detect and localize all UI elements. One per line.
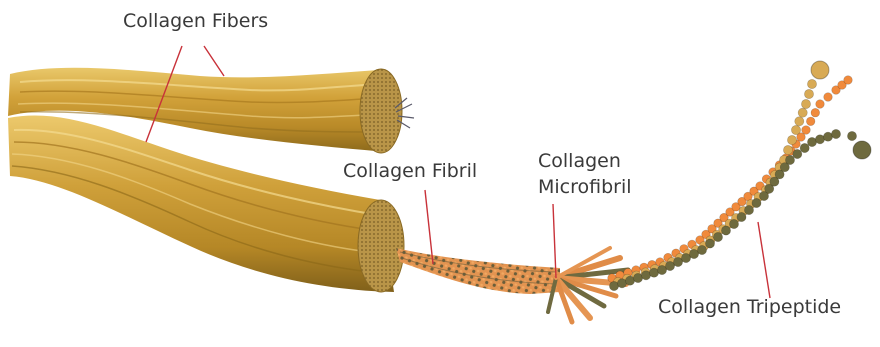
bead bbox=[824, 93, 833, 102]
bead bbox=[800, 143, 809, 152]
bead bbox=[752, 198, 761, 207]
fibers-leader-line-2 bbox=[204, 46, 224, 76]
bead bbox=[744, 205, 753, 214]
label-collagen-fibers: Collagen Fibers bbox=[123, 10, 268, 33]
label-collagen-microfibril-line2: Microfibril bbox=[538, 176, 632, 199]
bead bbox=[831, 129, 840, 138]
bead bbox=[811, 108, 820, 117]
bead bbox=[847, 131, 856, 140]
bead bbox=[783, 145, 792, 154]
bead bbox=[705, 239, 714, 248]
strand-end-cap bbox=[853, 141, 871, 159]
strand-tan bbox=[613, 65, 824, 286]
bead bbox=[721, 226, 730, 235]
microfibril-leader-line bbox=[553, 204, 556, 278]
bead bbox=[785, 155, 794, 164]
bead bbox=[791, 125, 800, 134]
bead bbox=[795, 117, 804, 126]
collagen-tripeptide-strands bbox=[608, 61, 871, 291]
bead bbox=[737, 212, 746, 221]
strand-end-cap bbox=[811, 61, 829, 79]
fibril-leader-line bbox=[425, 190, 433, 264]
bead bbox=[801, 99, 810, 108]
bead bbox=[844, 76, 853, 85]
collagen-fibril bbox=[396, 248, 560, 294]
bead bbox=[793, 149, 802, 158]
bead bbox=[802, 126, 811, 135]
bead bbox=[729, 219, 738, 228]
bead bbox=[697, 245, 706, 254]
label-collagen-tripeptide: Collagen Tripeptide bbox=[658, 296, 841, 319]
bead bbox=[804, 89, 813, 98]
bead bbox=[798, 108, 807, 117]
bead bbox=[816, 100, 825, 109]
label-collagen-fibril: Collagen Fibril bbox=[343, 160, 477, 183]
bead bbox=[787, 135, 796, 144]
bead bbox=[806, 117, 815, 126]
tripeptide-leader-line bbox=[758, 222, 770, 298]
bead bbox=[713, 232, 722, 241]
label-collagen-microfibril-line1: Collagen bbox=[538, 150, 621, 173]
bead bbox=[807, 79, 816, 88]
strand-orange bbox=[608, 76, 853, 283]
